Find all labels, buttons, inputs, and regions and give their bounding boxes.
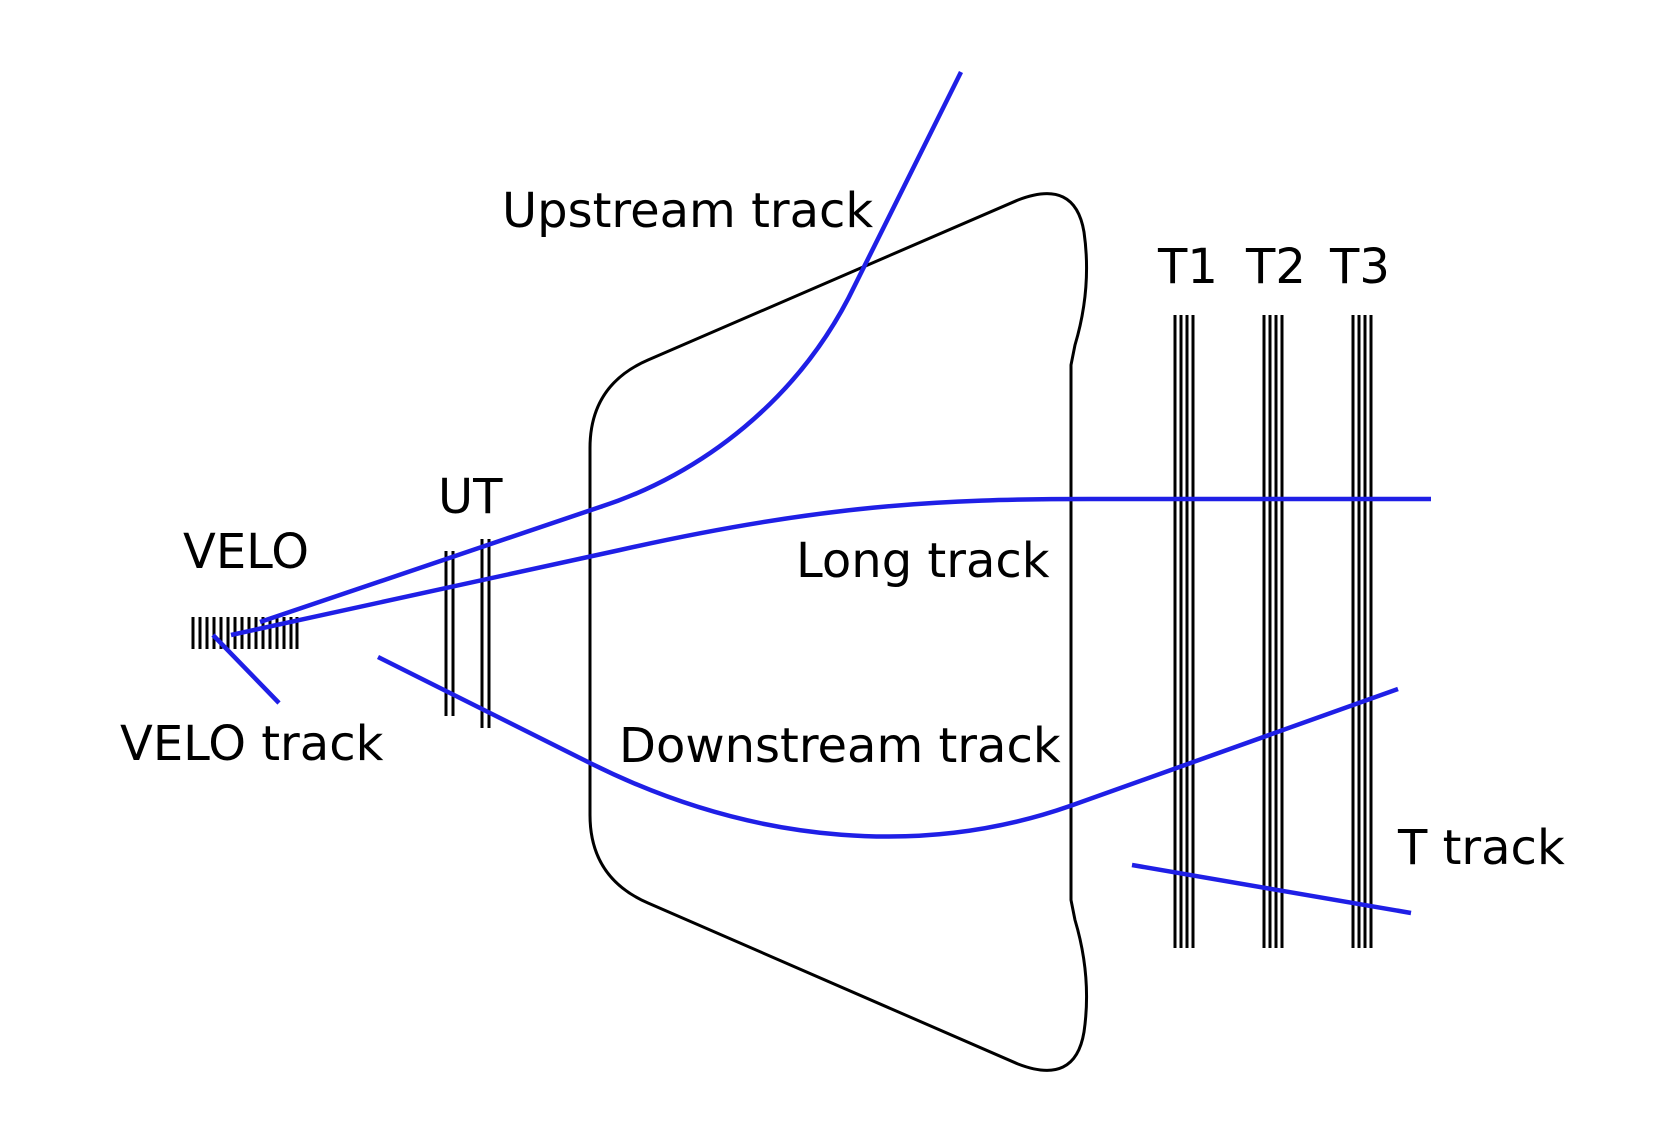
- ut-label: UT: [438, 469, 503, 525]
- t3-label: T3: [1329, 239, 1390, 295]
- long-track-line: [230, 496, 1431, 638]
- t1-label: T1: [1157, 239, 1218, 295]
- magnet-outline: [588, 192, 1089, 1072]
- upstream-track-line: [259, 70, 964, 625]
- downstream-track-label: Downstream track: [619, 718, 1061, 774]
- upstream-track-label: Upstream track: [502, 183, 873, 239]
- downstream-track-line: [376, 654, 1399, 839]
- velo-label: VELO: [183, 524, 309, 580]
- t2-label: T2: [1245, 239, 1306, 295]
- t2-station: [1262, 315, 1284, 948]
- t-track-label: T track: [1397, 820, 1565, 876]
- velo-track-label: VELO track: [120, 716, 384, 772]
- t1-station: [1173, 315, 1195, 948]
- velo-track-line: [211, 633, 281, 705]
- t3-station: [1351, 315, 1373, 948]
- t-track-line: [1131, 862, 1412, 916]
- long-track-label: Long track: [796, 533, 1050, 589]
